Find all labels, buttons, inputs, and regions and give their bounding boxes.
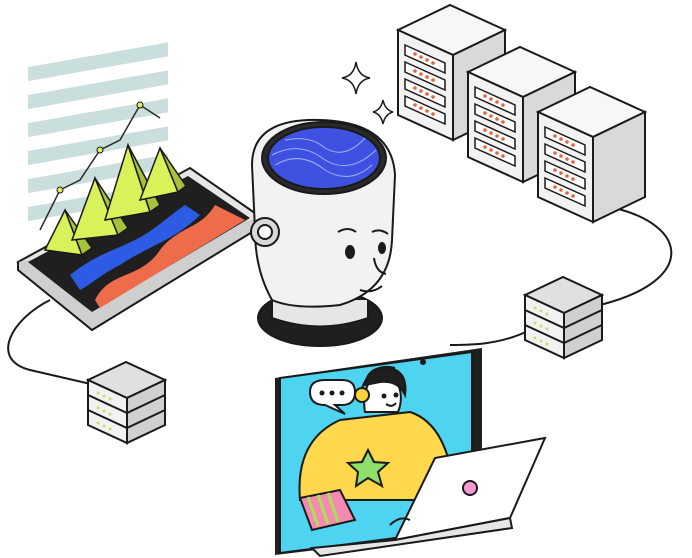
server-slots <box>404 43 586 208</box>
chart-area-orange <box>95 205 245 308</box>
network-cables <box>7 204 673 386</box>
sparkle-icon <box>341 61 394 125</box>
trend-points <box>56 101 144 194</box>
chart-pyramids <box>43 142 188 257</box>
speech-bubble-icon <box>308 379 357 415</box>
tablet-chart-icon <box>16 166 264 332</box>
person-avatar <box>298 366 457 532</box>
star-icon <box>345 447 391 489</box>
laptop-icon <box>309 436 547 558</box>
chart-area-blue <box>70 205 200 290</box>
server-leds <box>413 52 575 198</box>
small-server-leds <box>96 306 549 431</box>
small-server-stack-right <box>522 275 605 360</box>
small-server-stack-left <box>85 360 168 445</box>
ai-head-icon <box>250 118 397 347</box>
laptop-logo-dot <box>462 480 478 496</box>
